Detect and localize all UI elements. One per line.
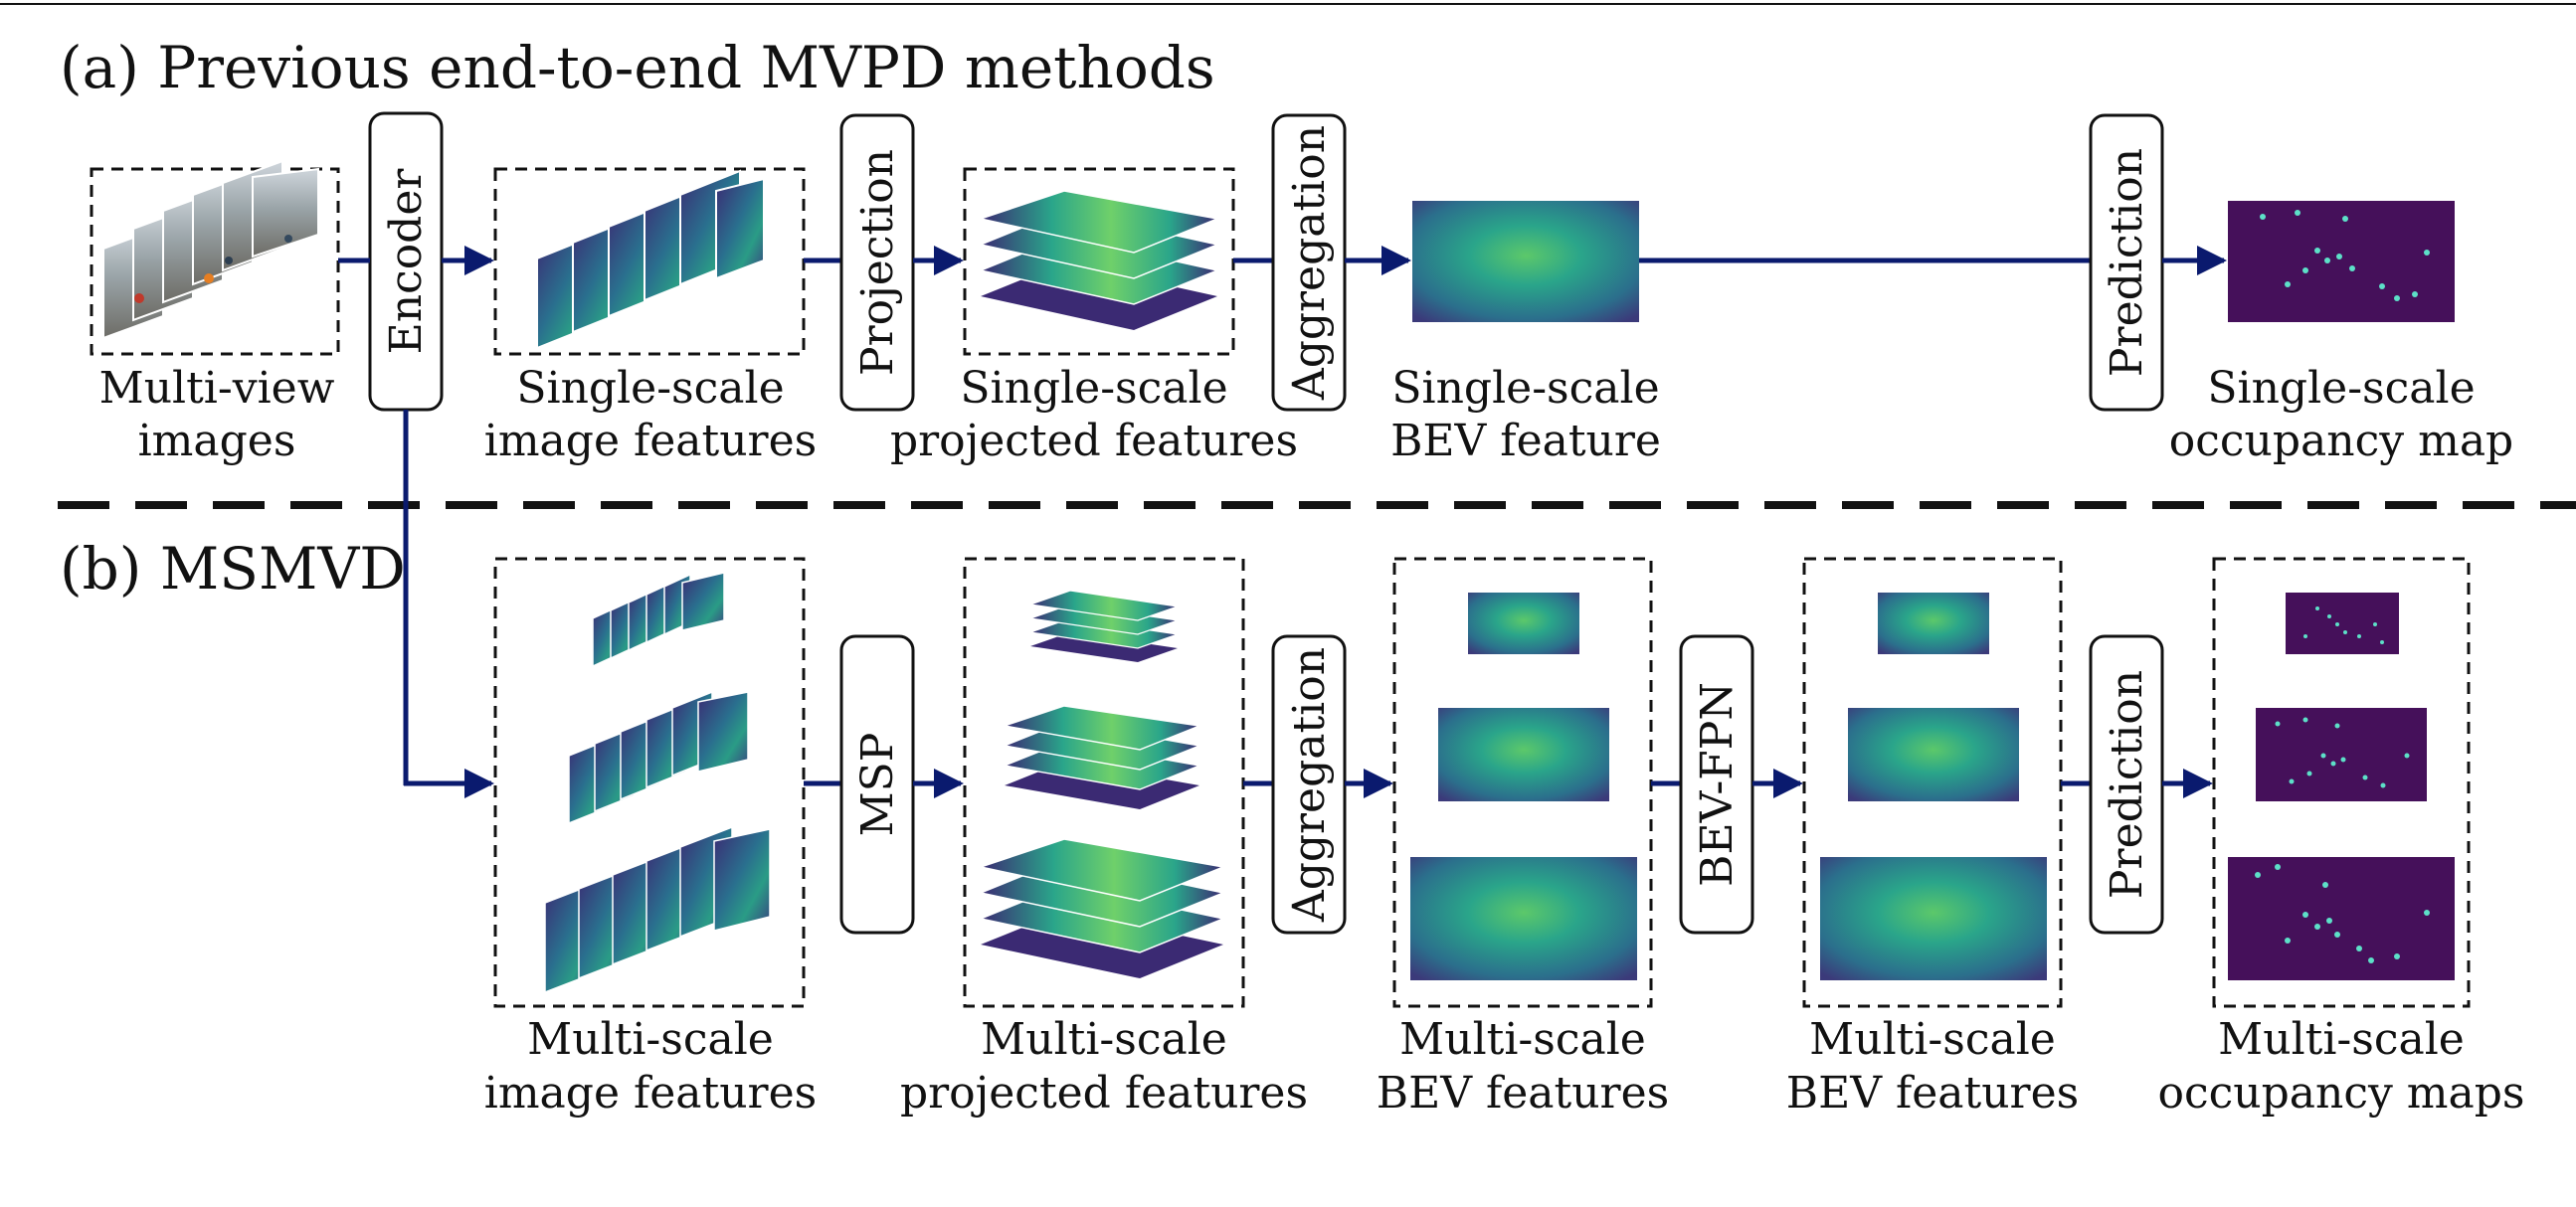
caption-multi-img-feat-2: image features	[484, 1068, 817, 1119]
caption-single-img-feat-1: Single-scale	[516, 363, 784, 414]
prediction-label-b: Prediction	[2102, 670, 2152, 899]
caption-single-proj-feat-2: projected features	[890, 416, 1298, 466]
panel-a-title: (a) Previous end-to-end MVPD methods	[60, 34, 1215, 101]
single-scale-bev-feature-map	[1412, 201, 1639, 322]
aggregation-label-a: Aggregation	[1284, 125, 1335, 401]
bev-feature-large	[1410, 857, 1637, 980]
caption-single-img-feat-2: image features	[484, 416, 817, 466]
aggregation-label-b: Aggregation	[1284, 647, 1335, 923]
caption-single-bev-1: Single-scale	[1391, 363, 1659, 414]
occupancy-map-small	[2286, 593, 2399, 654]
caption-multi-occ-1: Multi-scale	[2218, 1014, 2465, 1065]
multi-scale-occupancy-maps-box	[2212, 557, 2471, 1008]
occupancy-map-large	[2228, 857, 2455, 980]
caption-single-occ-2: occupancy map	[2169, 416, 2513, 466]
caption-multi-bev-fpn-2: BEV features	[1786, 1068, 2079, 1119]
caption-multi-proj-feat-2: projected features	[900, 1068, 1308, 1119]
caption-multi-view-images-1: Multi-view	[99, 363, 335, 414]
caption-multi-bev-2: BEV features	[1377, 1068, 1669, 1119]
caption-single-bev-2: BEV feature	[1390, 416, 1661, 466]
occupancy-map-medium	[2256, 708, 2427, 801]
caption-single-proj-feat-1: Single-scale	[960, 363, 1227, 414]
msp-label: MSP	[852, 733, 903, 837]
caption-multi-view-images-2: images	[138, 416, 296, 466]
bev-fpn-feature-medium	[1848, 708, 2019, 801]
bev-feature-medium	[1438, 708, 1609, 801]
single-scale-occupancy-map	[2228, 201, 2455, 322]
caption-multi-bev-fpn-1: Multi-scale	[1809, 1014, 2056, 1065]
bev-fpn-label: BEV-FPN	[1692, 682, 1743, 887]
multi-scale-feature-stack-medium	[568, 690, 749, 825]
caption-multi-img-feat-1: Multi-scale	[527, 1014, 774, 1065]
multi-scale-projected-stack-large	[978, 838, 1226, 978]
caption-multi-occ-2: occupancy maps	[2157, 1068, 2524, 1119]
caption-single-occ-1: Single-scale	[2207, 363, 2475, 414]
bev-fpn-feature-large	[1820, 857, 2047, 980]
bev-feature-small	[1468, 593, 1579, 654]
multi-scale-projected-stack-small	[1029, 590, 1179, 662]
single-scale-feature-stack	[536, 169, 765, 350]
single-scale-projected-stack	[978, 190, 1220, 330]
multi-scale-feature-stack-large	[544, 825, 771, 994]
multi-scale-feature-stack-small	[592, 572, 725, 668]
prediction-label-a: Prediction	[2102, 148, 2152, 377]
camera-view-stack	[102, 159, 319, 340]
bev-fpn-feature-small	[1878, 593, 1989, 654]
encoder-label: Encoder	[381, 168, 432, 355]
caption-multi-proj-feat-1: Multi-scale	[981, 1014, 1227, 1065]
caption-multi-bev-1: Multi-scale	[1399, 1014, 1646, 1065]
panel-b-title: (b) MSMVD	[60, 535, 406, 603]
projection-label: Projection	[852, 149, 903, 376]
multi-scale-projected-stack-medium	[1002, 705, 1202, 809]
